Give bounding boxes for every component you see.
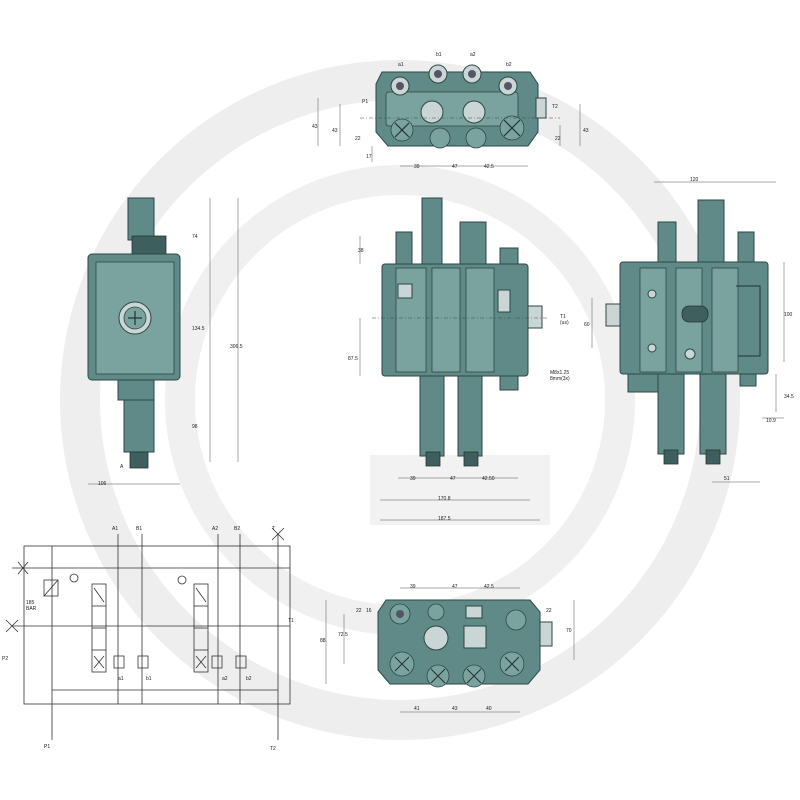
dim-text: 40 — [486, 706, 492, 712]
hydraulic-schematic: A1 B1 A2 B2 T 185 BAR P2 T1 a1 b1 a2 b2 … — [2, 526, 294, 752]
schematic-label: A2 — [212, 526, 218, 532]
dim-text: 22 — [555, 136, 561, 142]
schematic-label: P1 — [44, 744, 50, 750]
schematic-label: b1 — [146, 676, 152, 682]
schematic-label: T1 — [288, 618, 294, 624]
thread-callout-sub: 8mm(3x) — [550, 376, 570, 382]
right-view: 120 60 100 34.5 10.9 51 — [584, 177, 794, 483]
dim-text: 43 — [452, 706, 458, 712]
port-label-a2: a2 — [470, 52, 476, 58]
port-label-b2: b2 — [506, 62, 512, 68]
schematic-label: T — [272, 526, 275, 532]
port-label-a1: a1 — [398, 62, 404, 68]
dim-text: 47 — [452, 584, 458, 590]
dim-text: 47 — [452, 164, 458, 170]
relief-setting: 185 — [26, 600, 35, 606]
port-sublabel: (us) — [560, 320, 569, 326]
dim-text: 170.8 — [438, 496, 451, 502]
front-view: 38 87.5 T1 (us) M8x1.25 8mm(3x) 39 47 42… — [348, 197, 570, 522]
port-label-t1: T1 — [560, 314, 566, 320]
dim-text: 43 — [332, 128, 338, 134]
dim-text: 39 — [414, 164, 420, 170]
port-label-p1: P1 — [362, 99, 368, 105]
port-label-b1: b1 — [436, 52, 442, 58]
top-view: a1 b1 a2 b2 P1 T2 43 43 22 17 22 43 39 4… — [312, 52, 589, 170]
schematic-label: a1 — [118, 676, 124, 682]
dim-text: 17 — [366, 154, 372, 160]
dim-text: 51 — [724, 476, 730, 482]
schematic-label: B2 — [234, 526, 240, 532]
dim-text: 16 — [366, 608, 372, 614]
dim-text: 39 — [410, 584, 416, 590]
dim-text: 306.5 — [230, 344, 243, 350]
thread-callout: M8x1.25 — [550, 370, 569, 376]
dim-text: 22 — [546, 608, 552, 614]
section-marker: A — [120, 464, 124, 470]
schematic-label: b2 — [246, 676, 252, 682]
top-port-row — [390, 64, 518, 96]
schematic-label: A1 — [112, 526, 118, 532]
dim-text: 43 — [583, 128, 589, 134]
dim-text: 41 — [414, 706, 420, 712]
dim-text: 42.5 — [484, 584, 494, 590]
dim-text: 106 — [98, 481, 107, 487]
dim-text: 42.50 — [482, 476, 495, 482]
dim-text: 87.5 — [348, 356, 358, 362]
dim-text: 120 — [690, 177, 699, 183]
schematic-label: T2 — [270, 746, 276, 752]
dim-text: 10.9 — [766, 418, 776, 424]
dim-text: 70 — [566, 628, 572, 634]
dim-text: 42.5 — [484, 164, 494, 170]
dim-text: 39 — [410, 476, 416, 482]
dim-text: 72.5 — [338, 632, 348, 638]
dim-text: 60 — [584, 322, 590, 328]
dim-text: 74 — [192, 234, 198, 240]
relief-unit: BAR — [26, 606, 37, 612]
dim-text: 22 — [355, 136, 361, 142]
dim-text: 43 — [312, 124, 318, 130]
dim-text: 187.5 — [438, 516, 451, 522]
bottom-view: 39 47 42.5 22 16 72.5 88 22 70 41 43 40 — [320, 584, 575, 713]
schematic-label: B1 — [136, 526, 142, 532]
schematic-label: P2 — [2, 656, 8, 662]
dim-text: 88 — [320, 638, 326, 644]
side-view: 74 134.5 306.5 98 106 A — [87, 197, 243, 487]
dim-text: 98 — [192, 424, 198, 430]
dim-text: 100 — [784, 312, 793, 318]
dim-text: 134.5 — [192, 326, 205, 332]
dim-text: 34.5 — [784, 394, 794, 400]
schematic-label: a2 — [222, 676, 228, 682]
dim-text: 22 — [356, 608, 362, 614]
port-label-t2: T2 — [552, 104, 558, 110]
dim-text: 47 — [450, 476, 456, 482]
dim-text: 38 — [358, 248, 364, 254]
